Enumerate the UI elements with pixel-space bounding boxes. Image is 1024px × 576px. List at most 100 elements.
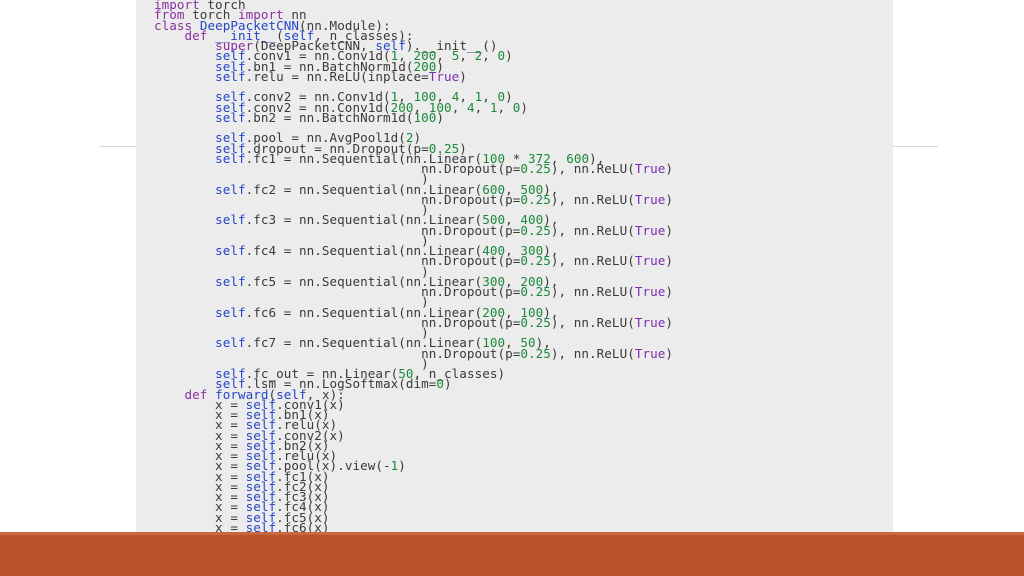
code-token: ), nn.ReLU( (550, 314, 635, 330)
code-token: def (184, 27, 208, 43)
code-line: from torch import nn (154, 8, 673, 21)
code-token: self (215, 48, 246, 64)
code-token: .fc3(x) (276, 489, 330, 504)
code-token: , x): (306, 386, 345, 402)
code-token: .bn2 = nn.BatchNorm1d( (245, 109, 414, 125)
code-token: nn.Dropout(p= (154, 345, 521, 361)
code-line: nn.Dropout(p=0.25), nn.ReLU(True) (154, 222, 673, 238)
code-token: class (154, 17, 193, 33)
code-token: self (215, 304, 246, 320)
code-token: x = (154, 519, 246, 535)
code-token: , (474, 99, 490, 115)
code-line: self.conv2 = nn.Conv1d(200, 100, 4, 1, 0… (154, 99, 673, 115)
code-token: self (215, 68, 246, 84)
code-token: ), nn.ReLU( (550, 161, 635, 176)
code-token: ) (665, 345, 673, 361)
code-token: 1 (474, 89, 483, 105)
code-token: ( (268, 386, 277, 402)
code-token: self (215, 376, 246, 392)
code-token: DeepPacketCNN (199, 17, 300, 33)
code-line: self.fc7 = nn.Sequential(nn.Linear(100, … (154, 335, 673, 351)
code-token: , (459, 48, 475, 64)
code-token (154, 110, 215, 125)
code-line: ) (154, 203, 673, 216)
code-token: ), nn.ReLU( (550, 345, 635, 361)
code-line: self.fc4 = nn.Sequential(nn.Linear(400, … (154, 243, 673, 258)
code-token: import (154, 0, 200, 12)
code-line: self.relu = nn.ReLU(inplace=True) (154, 68, 673, 84)
code-token: ), (543, 273, 559, 289)
code-token: ) (665, 314, 673, 330)
code-token: x = (154, 468, 246, 484)
code-token: ), nn.ReLU( (550, 284, 635, 299)
code-token: , (505, 243, 521, 258)
code-token: .bn1 = nn.BatchNorm1d( (245, 58, 414, 74)
code-token: ), nn.ReLU( (550, 253, 635, 269)
code-token: ) (398, 458, 406, 474)
code-token: x = (154, 499, 246, 515)
code-token: 1 (390, 458, 399, 474)
code-token: , (436, 89, 452, 105)
code-token: , (482, 89, 498, 105)
code-token: ) (459, 68, 467, 84)
code-token: 0.25 (520, 284, 551, 299)
code-token: 100 (413, 89, 437, 105)
code-token: self (276, 386, 307, 402)
code-token: nn.Dropout(p= (154, 161, 521, 176)
code-token: 50 (398, 366, 414, 381)
code-token: 0.25 (520, 345, 551, 361)
code-token: ) (665, 284, 673, 299)
code-token: True (634, 222, 666, 238)
code-token: .dropout = nn.Dropout(p= (245, 140, 429, 156)
code-token: 0 (436, 376, 445, 392)
code-token: True (634, 345, 666, 361)
code-token: 100 (428, 99, 452, 115)
code-token: ( (276, 27, 284, 43)
code-token: 2 (405, 130, 414, 146)
code-token: self (215, 140, 246, 156)
code-line: self.fc1 = nn.Sequential(nn.Linear(100 *… (154, 150, 673, 166)
code-token: x = (154, 458, 246, 474)
code-line: x = self.conv2(x) (154, 427, 673, 443)
code-token: 200 (482, 304, 506, 320)
code-token: 0 (512, 99, 521, 115)
code-token: self (215, 243, 246, 258)
code-token: 5 (451, 48, 460, 64)
code-token: , (413, 99, 429, 115)
code-token: self (215, 212, 246, 228)
code-token: self (245, 509, 277, 525)
code-line: nn.Dropout(p=0.25), nn.ReLU(True) (154, 345, 673, 361)
code-token: 1 (489, 99, 498, 115)
code-token: ) (154, 232, 429, 248)
code-token: ), (589, 150, 605, 166)
code-token: , (505, 273, 521, 289)
code-token: .relu(x) (276, 448, 338, 463)
code-token: .conv2 = nn.Conv1d( (245, 89, 391, 105)
code-token: .fc1(x) (276, 468, 330, 484)
code-token: 0.25 (428, 140, 460, 156)
code-token: self (215, 181, 246, 197)
code-token: 4 (466, 99, 475, 115)
code-token: , (505, 335, 521, 351)
footer-accent-bar (0, 532, 1024, 576)
code-token: 500 (520, 181, 544, 197)
code-token: self (283, 27, 315, 43)
code-token: .bn1(x) (276, 407, 330, 422)
code-line: ) (154, 232, 673, 248)
code-token: .fc5(x) (276, 509, 330, 525)
code-token: * (505, 150, 529, 166)
code-line: x = self.bn2(x) (154, 439, 673, 452)
code-line: import torch (154, 0, 673, 12)
code-token: True (428, 68, 460, 84)
code-token: 200 (413, 58, 437, 74)
code-line: nn.Dropout(p=0.25), nn.ReLU(True) (154, 193, 673, 206)
code-token: 1 (390, 48, 399, 64)
code-token: , (482, 48, 498, 64)
code-token: ) (505, 48, 513, 64)
code-token: self (245, 427, 277, 443)
code-token: x = (154, 417, 246, 433)
code-token: def (184, 386, 208, 402)
code-token: self (245, 519, 277, 535)
